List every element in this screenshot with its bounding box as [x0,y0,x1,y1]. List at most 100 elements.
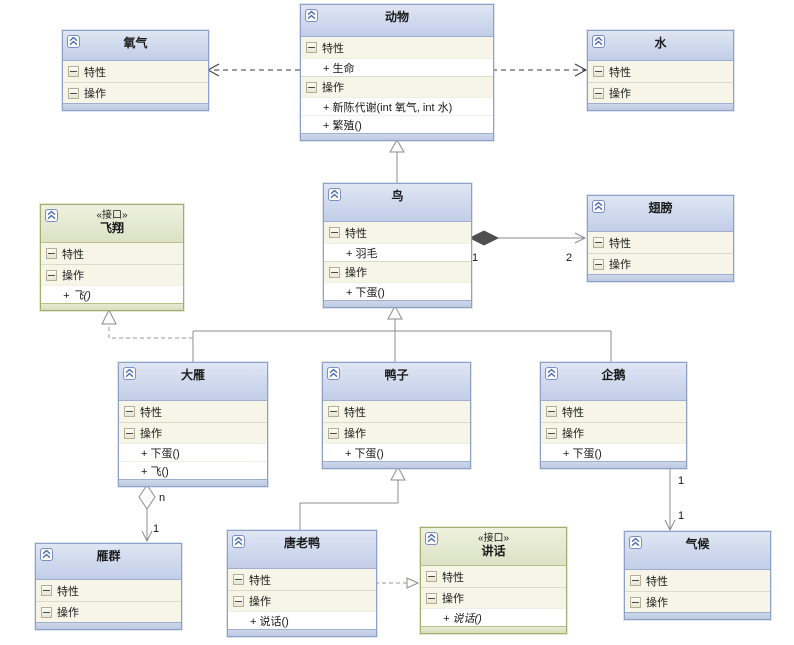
section-minus-icon[interactable] [593,87,604,99]
section-minus-icon[interactable] [124,406,135,417]
section-label: 操作 [140,428,162,440]
class-title-bar[interactable]: 企鹅 [541,363,686,401]
section-row: 操作 [301,76,493,97]
class-box-goose[interactable]: 大雁特性操作+ 下蛋()+ 飞() [118,362,268,487]
section-label: 操作 [442,593,464,605]
section-minus-icon[interactable] [41,585,52,596]
collapse-chevron-icon[interactable] [592,35,605,48]
collapse-chevron-icon[interactable] [425,532,438,545]
section-row: 特性 [41,243,183,264]
class-box-penguin[interactable]: 企鹅特性操作+ 下蛋() [540,362,687,469]
collapse-chevron-icon[interactable] [327,367,340,380]
class-box-animal[interactable]: 动物特性+ 生命操作+ 新陈代谢(int 氧气, int 水)+ 繁殖() [300,4,494,141]
multiplicity-label: 2 [566,252,572,264]
bottom-strip [588,274,733,281]
collapse-chevron-icon[interactable] [305,9,318,22]
class-title-bar[interactable]: 唐老鸭 [228,531,376,569]
collapse-chevron-icon[interactable] [123,367,136,380]
class-box-duck[interactable]: 鸭子特性操作+ 下蛋() [322,362,471,469]
collapse-chevron-icon[interactable] [40,548,53,561]
connector-association-penguin-climate[interactable]: 11 [664,467,684,532]
section-minus-icon[interactable] [329,227,340,238]
section-row: 特性 [588,232,733,253]
section-minus-icon[interactable] [68,66,79,77]
collapse-chevron-icon[interactable] [45,209,58,222]
connector-generalization-goose-bird[interactable] [192,330,395,362]
class-box-donald[interactable]: 唐老鸭特性操作+ 说话() [227,530,377,637]
collapse-chevron-icon[interactable] [545,367,558,380]
connector-dependency-animal-oxygen[interactable] [206,63,300,77]
connector-realization-goose-flying[interactable] [101,308,193,339]
section-minus-icon[interactable] [68,87,79,99]
section-label: 操作 [609,259,631,271]
class-title-bar[interactable]: 翅膀 [588,196,733,232]
class-box-flock[interactable]: 雁群特性操作 [35,543,182,630]
section-minus-icon[interactable] [41,606,52,618]
section-minus-icon[interactable] [546,427,557,439]
class-title-bar[interactable]: 动物 [301,5,493,37]
section-label: 操作 [57,607,79,619]
connector-aggregation-goose-flock[interactable]: n1 [138,484,165,543]
section-minus-icon[interactable] [593,237,604,248]
section-minus-icon[interactable] [233,574,244,585]
section-minus-icon[interactable] [630,575,641,586]
class-title-bar[interactable]: 氧气 [63,31,208,61]
collapse-chevron-icon[interactable] [629,536,642,549]
section-minus-icon[interactable] [46,248,57,259]
member-row: + 说话() [421,608,566,626]
section-label: 特性 [62,248,84,261]
connector-generalization-penguin-bird[interactable] [395,330,612,362]
multiplicity-label: 1 [153,523,159,535]
bottom-strip [41,303,183,310]
connector-generalization-duck-bird[interactable] [387,304,403,362]
section-minus-icon[interactable] [124,427,135,439]
connector-generalization-donald-duck[interactable] [299,465,406,530]
class-title-bar[interactable]: 雁群 [36,544,181,580]
class-title-bar[interactable]: 气候 [625,532,770,570]
class-title-bar[interactable]: 大雁 [119,363,267,401]
section-minus-icon[interactable] [593,66,604,77]
multiplicity-label: 1 [678,510,684,522]
class-box-climate[interactable]: 气候特性操作 [624,531,771,620]
section-label: 操作 [84,88,106,100]
section-minus-icon[interactable] [46,269,57,281]
collapse-chevron-icon[interactable] [67,35,80,48]
member-row: + 繁殖() [301,115,493,133]
class-title-bar[interactable]: 鸭子 [323,363,470,401]
section-row: 特性 [119,401,267,422]
section-minus-icon[interactable] [328,427,339,439]
collapse-chevron-icon[interactable] [328,188,341,201]
connector-dependency-animal-water[interactable] [492,63,588,77]
section-minus-icon[interactable] [233,595,244,607]
collapse-chevron-icon[interactable] [232,535,245,548]
class-box-wings[interactable]: 翅膀特性操作 [587,195,734,282]
section-minus-icon[interactable] [593,258,604,270]
section-minus-icon[interactable] [328,406,339,417]
connector-generalization-bird-animal[interactable] [389,139,405,183]
interface-box-flying[interactable]: «接口»飞翔特性操作+ 飞() [40,204,184,311]
class-name: 大雁 [180,368,205,382]
connector-realization-donald-speak[interactable] [375,577,420,589]
class-title-bar[interactable]: «接口»讲话 [421,528,566,566]
section-minus-icon[interactable] [630,596,641,608]
class-title-bar[interactable]: «接口»飞翔 [41,205,183,243]
class-title-bar[interactable]: 鸟 [324,184,471,222]
interface-box-speak[interactable]: «接口»讲话特性操作+ 说话() [420,527,567,634]
section-minus-icon[interactable] [426,592,437,604]
collapse-chevron-icon[interactable] [592,200,605,213]
section-label: 操作 [344,428,366,440]
member-row: + 说话() [228,611,376,629]
section-minus-icon[interactable] [306,42,317,53]
class-box-bird[interactable]: 鸟特性+ 羽毛操作+ 下蛋() [323,183,472,308]
class-box-water[interactable]: 水特性操作 [587,30,734,111]
section-row: 特性 [324,222,471,243]
section-minus-icon[interactable] [546,406,557,417]
class-box-oxygen[interactable]: 氧气特性操作 [62,30,209,111]
section-minus-icon[interactable] [329,266,340,278]
bottom-strip [301,133,493,140]
class-name: 讲话 [481,544,506,558]
section-minus-icon[interactable] [306,81,317,93]
section-minus-icon[interactable] [426,571,437,582]
class-title-bar[interactable]: 水 [588,31,733,61]
